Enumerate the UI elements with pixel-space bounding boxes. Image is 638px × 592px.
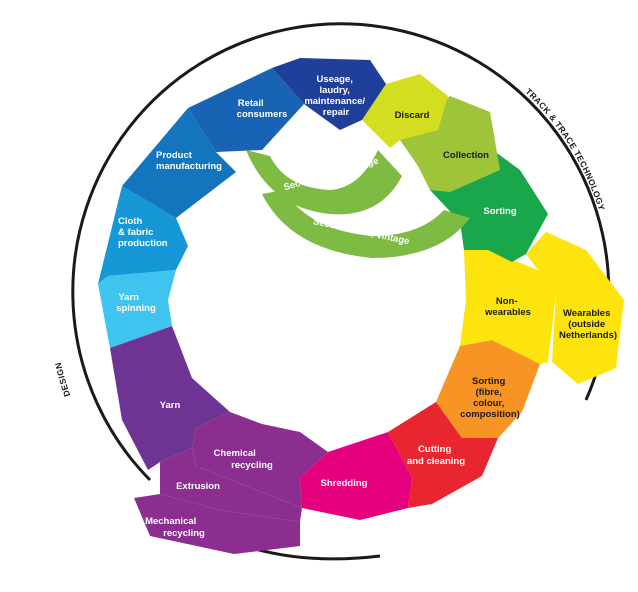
- track-trace-label: TRACK & TRACE TECHNOLOGY: [524, 86, 607, 212]
- label-extrusion: Extrusion: [176, 481, 220, 492]
- label-yarn: Yarn: [160, 400, 181, 411]
- label-sorting-fibre: Sorting (fibre, colour, composition): [460, 376, 520, 420]
- segment-non-wearables: [460, 250, 556, 364]
- segment-extrusion: [160, 448, 302, 522]
- segment-product: [122, 108, 236, 218]
- label-chemical: Chemical recycling: [214, 448, 273, 471]
- label-sorting: Sorting: [483, 206, 516, 217]
- segment-wearables: [526, 232, 624, 384]
- label-cutting: Cutting and cleaning: [407, 444, 465, 467]
- second-hand-arc-outer: [262, 190, 470, 258]
- segment-retail: [188, 68, 304, 152]
- segment-mechanical: [134, 494, 300, 554]
- label-product: Product manufacturing: [156, 150, 222, 172]
- label-mechanical: Mechanical recycling: [145, 516, 205, 539]
- outer-ring: [71, 22, 611, 482]
- segment-shredding: [300, 432, 412, 520]
- segment-chemical: [192, 412, 328, 508]
- label-collection: Collection: [443, 150, 489, 161]
- segment-discard: [362, 74, 448, 148]
- segment-sorting-fibre: [436, 340, 540, 438]
- segment-yarn: [110, 326, 230, 470]
- label-discard: Discard: [395, 110, 430, 121]
- label-cloth: Cloth & fabric production: [118, 216, 168, 249]
- label-shredding: Shredding: [321, 478, 368, 489]
- segment-cutting: [388, 402, 498, 508]
- label-yarn-spinning: Yarn spinning: [116, 292, 156, 314]
- segment-cloth: [98, 186, 188, 284]
- label-usage: Useage, laudry, maintenance/ repair: [304, 74, 367, 118]
- segment-yarn-spinning: [98, 270, 176, 348]
- label-wearables: Wearables (outside Netherlands): [559, 308, 617, 341]
- label-retail: Retail consumers: [237, 98, 288, 120]
- design-label: DESIGN: [53, 361, 72, 398]
- segment-usage: [272, 58, 386, 130]
- label-non-wearables: Non- wearables: [484, 296, 531, 318]
